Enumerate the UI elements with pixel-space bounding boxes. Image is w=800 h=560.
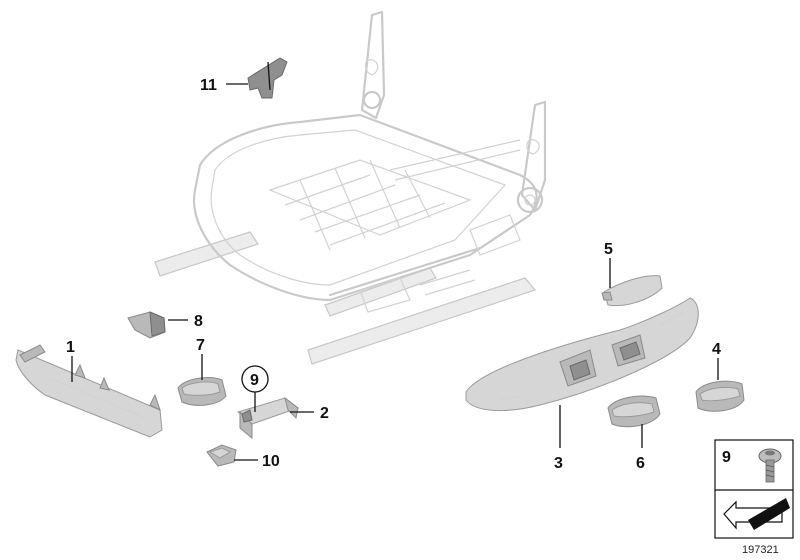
part-10-clip <box>206 444 237 467</box>
callout-9-circle <box>241 365 269 393</box>
part-8-knob <box>127 311 166 339</box>
arrow-symbol-icon <box>723 498 790 530</box>
callout-3: 3 <box>554 455 563 472</box>
part-7-cover-cap <box>177 377 227 406</box>
callout-8: 8 <box>194 313 203 330</box>
seat-frame <box>154 10 547 365</box>
screw-icon <box>758 448 782 483</box>
callout-6: 6 <box>636 455 645 472</box>
part-3-side-trim <box>465 297 699 412</box>
part-6-knob <box>607 395 661 428</box>
callout-9: 9 <box>250 372 259 389</box>
callout-2: 2 <box>320 405 329 422</box>
callout-1: 1 <box>66 339 75 356</box>
callout-5: 5 <box>604 241 613 258</box>
part-4-knob <box>695 380 745 412</box>
part-2-bracket <box>236 396 300 440</box>
leader-lines <box>71 83 719 461</box>
part-11-bracket <box>247 57 288 99</box>
callout-4: 4 <box>712 341 721 358</box>
part-1-trim-strip <box>15 344 163 438</box>
callout-10: 10 <box>262 453 280 470</box>
document-number: 197321 <box>742 544 779 556</box>
legend-item-label: 9 <box>722 449 731 466</box>
callouts: 11 8 1 7 9 2 10 5 3 6 4 <box>66 77 721 472</box>
legend-box: 9 <box>714 439 794 539</box>
callout-7: 7 <box>196 337 205 354</box>
callout-11: 11 <box>200 77 217 94</box>
part-5-cover <box>601 275 663 307</box>
